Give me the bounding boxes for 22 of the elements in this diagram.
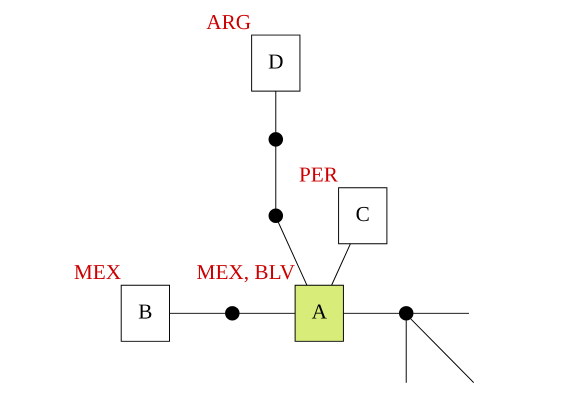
node-label: ARG xyxy=(206,10,251,34)
node-circle xyxy=(224,306,240,321)
node-label: MEX xyxy=(73,260,121,284)
connector xyxy=(410,318,474,384)
connector xyxy=(405,320,406,384)
connector xyxy=(330,243,350,286)
connector xyxy=(274,146,276,210)
node-box: C xyxy=(338,187,387,244)
node-circle xyxy=(268,208,283,223)
node-label: MEX, BLV xyxy=(196,260,294,284)
connector xyxy=(168,312,226,314)
connector xyxy=(274,90,276,133)
node-circle xyxy=(398,306,413,321)
node-label: PER xyxy=(298,162,338,187)
connector xyxy=(277,222,307,286)
node-box: A xyxy=(294,284,344,342)
connector xyxy=(238,312,295,314)
node-box: B xyxy=(120,284,170,342)
node-box: D xyxy=(250,34,300,92)
node-circle xyxy=(268,132,283,147)
connector xyxy=(342,312,400,314)
connector xyxy=(412,312,469,314)
